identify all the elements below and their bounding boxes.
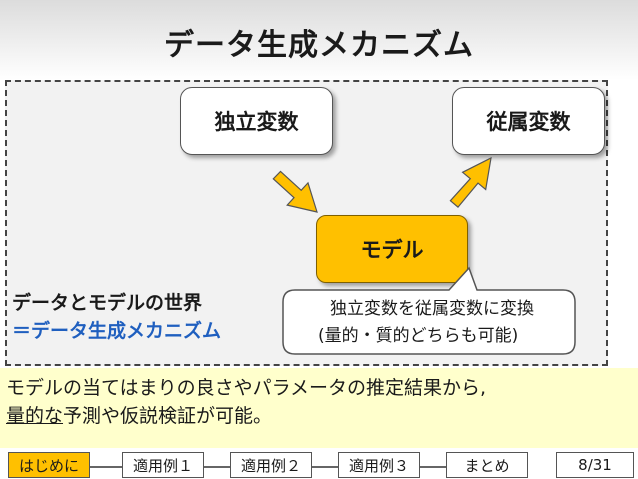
page-title: データ生成メカニズム — [164, 28, 474, 63]
model-label: モデル — [360, 238, 424, 262]
summary-band — [0, 368, 638, 448]
summary-text: モデルの当てはまりの良さやパラメータの推定結果から, 量的な予測や仮説検証が可能… — [6, 374, 486, 430]
nav-item-example-3[interactable]: 適用例３ — [338, 452, 420, 478]
summary-line-1: モデルの当てはまりの良さやパラメータの推定結果から, — [6, 377, 487, 399]
world-label: データとモデルの世界 ＝データ生成メカニズム — [12, 289, 221, 345]
nav-item-introduction[interactable]: はじめに — [8, 452, 90, 478]
header-band — [0, 0, 638, 80]
dependent-variable-label: 従属変数 — [486, 110, 571, 134]
callout-line-1: 独立変数を従属変数に変換 — [330, 299, 534, 319]
summary-line-2: 量的な予測や仮説検証が可能。 — [6, 402, 486, 430]
independent-variable-box: 独立変数 — [180, 87, 333, 155]
world-label-line-1: データとモデルの世界 — [12, 292, 203, 314]
summary-underlined-text: 量的な — [6, 405, 64, 427]
dependent-variable-box: 従属変数 — [452, 87, 605, 155]
model-box: モデル — [316, 215, 468, 283]
arrow-independent-to-model — [272, 170, 318, 213]
nav-item-example-1[interactable]: 適用例１ — [122, 452, 204, 478]
page-number: 8/31 — [556, 452, 634, 478]
callout-line-2: (量的・質的どちらも可能) — [318, 326, 519, 346]
callout-text: 独立変数を従属変数に変換 (量的・質的どちらも可能) — [290, 296, 574, 350]
nav-item-summary[interactable]: まとめ — [446, 452, 528, 478]
arrow-model-to-dependent — [449, 156, 492, 208]
independent-variable-label: 独立変数 — [214, 110, 299, 134]
world-label-line-2: ＝データ生成メカニズム — [12, 320, 222, 342]
callout-bubble — [282, 266, 576, 355]
nav-item-example-2[interactable]: 適用例２ — [230, 452, 312, 478]
summary-line-2-rest: 予測や仮説検証が可能。 — [63, 405, 273, 427]
